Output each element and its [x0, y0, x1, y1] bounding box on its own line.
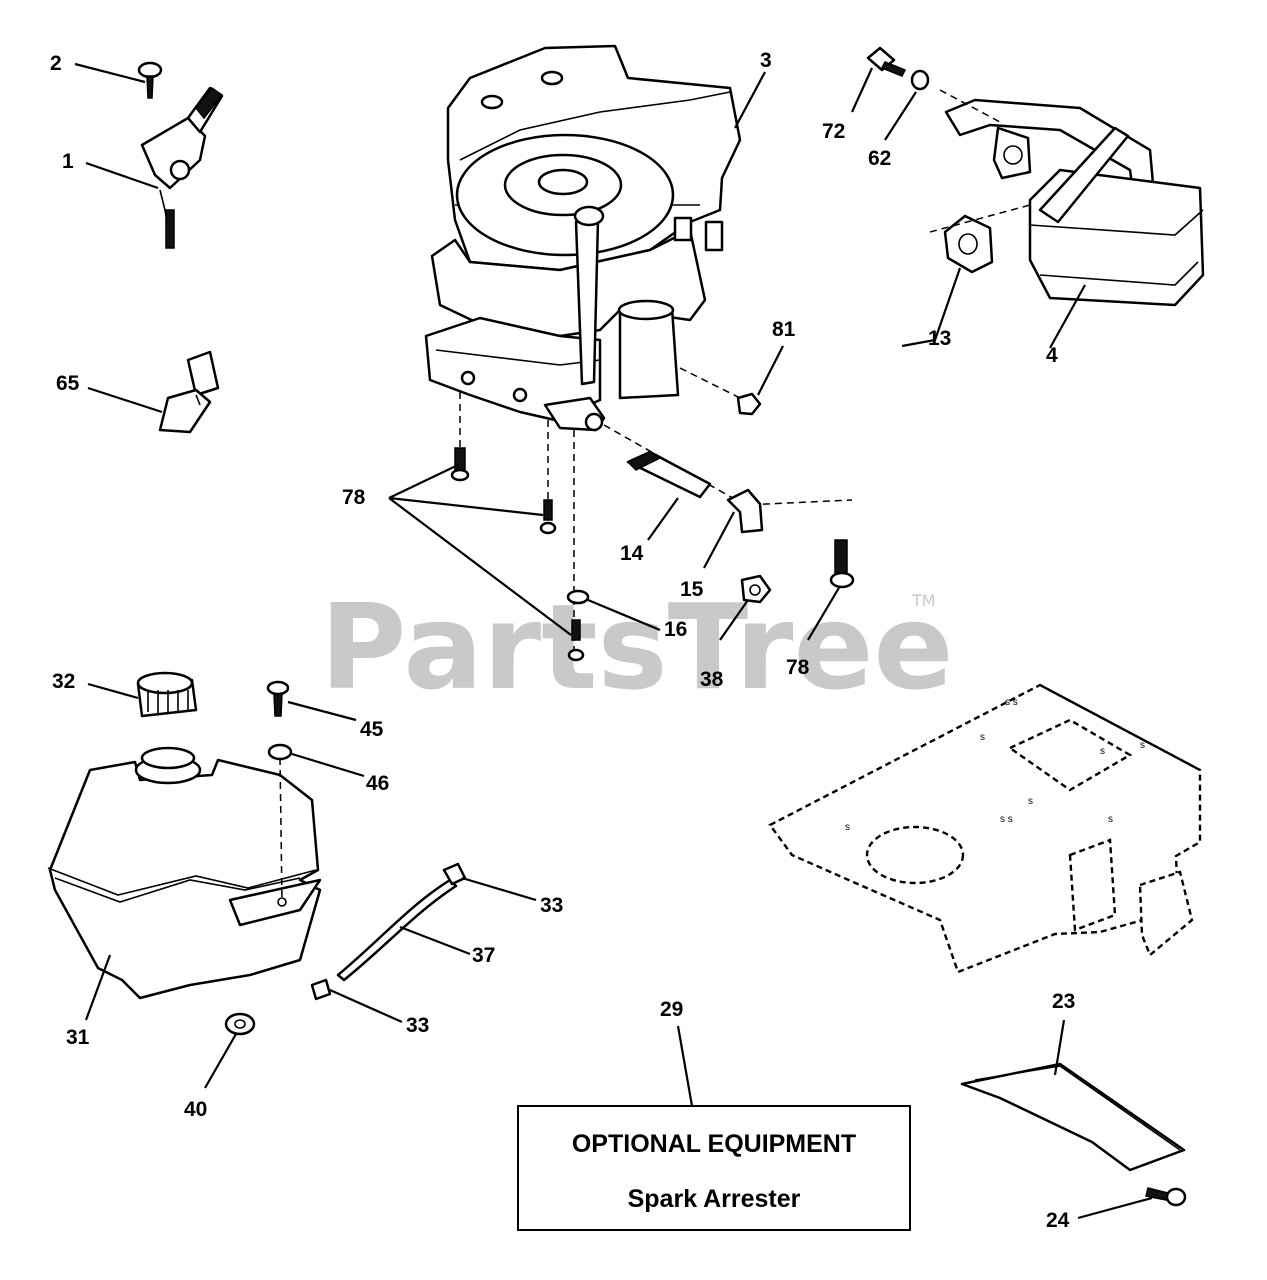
fuel-tank	[47, 746, 322, 1000]
optional-equipment-box: OPTIONAL EQUIPMENT Spark Arrester	[517, 1105, 911, 1231]
elbow-15	[726, 488, 764, 534]
callout-33-upper: 33	[540, 894, 563, 917]
callout-23: 23	[1052, 990, 1075, 1013]
callout-2: 2	[50, 52, 62, 75]
callout-62: 62	[868, 147, 891, 170]
bolt-78-mid	[539, 499, 557, 535]
callout-15: 15	[680, 578, 704, 601]
bolt-78-right	[829, 539, 855, 589]
callout-78-left: 78	[342, 486, 366, 509]
screw-2	[137, 61, 163, 99]
part-65	[158, 350, 220, 434]
callout-78-right: 78	[786, 656, 810, 679]
svg-text:s: s	[980, 732, 985, 743]
callout-14: 14	[620, 542, 644, 565]
svg-text:s: s	[1140, 740, 1145, 751]
svg-text:s s: s s	[1005, 697, 1018, 708]
svg-text:s: s	[1108, 814, 1113, 825]
callout-31: 31	[66, 1026, 90, 1049]
callout-16: 16	[664, 618, 687, 641]
throttle-control	[140, 86, 224, 249]
washer-46	[267, 743, 293, 761]
callout-1: 1	[62, 150, 74, 173]
leader-lines	[74, 62, 1153, 1220]
spark-arrester	[960, 1062, 1186, 1172]
callout-4: 4	[1046, 344, 1058, 367]
engine	[424, 44, 853, 660]
callout-37: 37	[472, 944, 495, 967]
callout-3: 3	[760, 49, 772, 72]
callout-24: 24	[1046, 1209, 1070, 1232]
washer-16	[566, 589, 590, 605]
clamp-33-lower	[310, 978, 332, 1001]
watermark: PartsTree TM	[320, 578, 954, 716]
engine-frame: s s s s s s s s s s	[768, 683, 1202, 974]
optional-equipment-subtitle: Spark Arrester	[628, 1185, 801, 1213]
nut-81	[736, 392, 762, 416]
callout-labels: 2 1 3 72 62 4 13 81 65 78 14 15 16 38 78…	[50, 49, 1075, 1232]
nut-38	[740, 574, 772, 604]
pipe-14	[626, 450, 712, 499]
screw-45	[266, 680, 290, 717]
watermark-text: PartsTree	[320, 578, 954, 716]
callout-81: 81	[772, 318, 796, 341]
optional-equipment-title: OPTIONAL EQUIPMENT	[572, 1130, 856, 1158]
callout-13: 13	[928, 327, 951, 350]
callout-65: 65	[56, 372, 80, 395]
muffler	[929, 89, 1205, 307]
fuel-cap	[136, 671, 198, 718]
screw-24	[1145, 1187, 1187, 1207]
callout-45: 45	[360, 718, 384, 741]
callout-72: 72	[822, 120, 845, 143]
watermark-trademark: TM	[911, 591, 936, 610]
callout-33-lower: 33	[406, 1014, 429, 1037]
svg-text:s s: s s	[1000, 814, 1013, 825]
callout-38: 38	[700, 668, 724, 691]
callout-40: 40	[184, 1098, 207, 1121]
washer-62	[910, 69, 930, 91]
callout-29: 29	[660, 998, 683, 1021]
bolt-78-low	[567, 619, 585, 662]
nut-40	[224, 1012, 256, 1036]
callout-32: 32	[52, 670, 75, 693]
fuel-line	[336, 878, 458, 982]
svg-text:s: s	[1028, 796, 1033, 807]
svg-text:s: s	[845, 822, 850, 833]
svg-text:s: s	[1100, 746, 1105, 757]
callout-46: 46	[366, 772, 389, 795]
bolt-78-left	[450, 447, 470, 482]
bolt-72	[866, 46, 907, 77]
